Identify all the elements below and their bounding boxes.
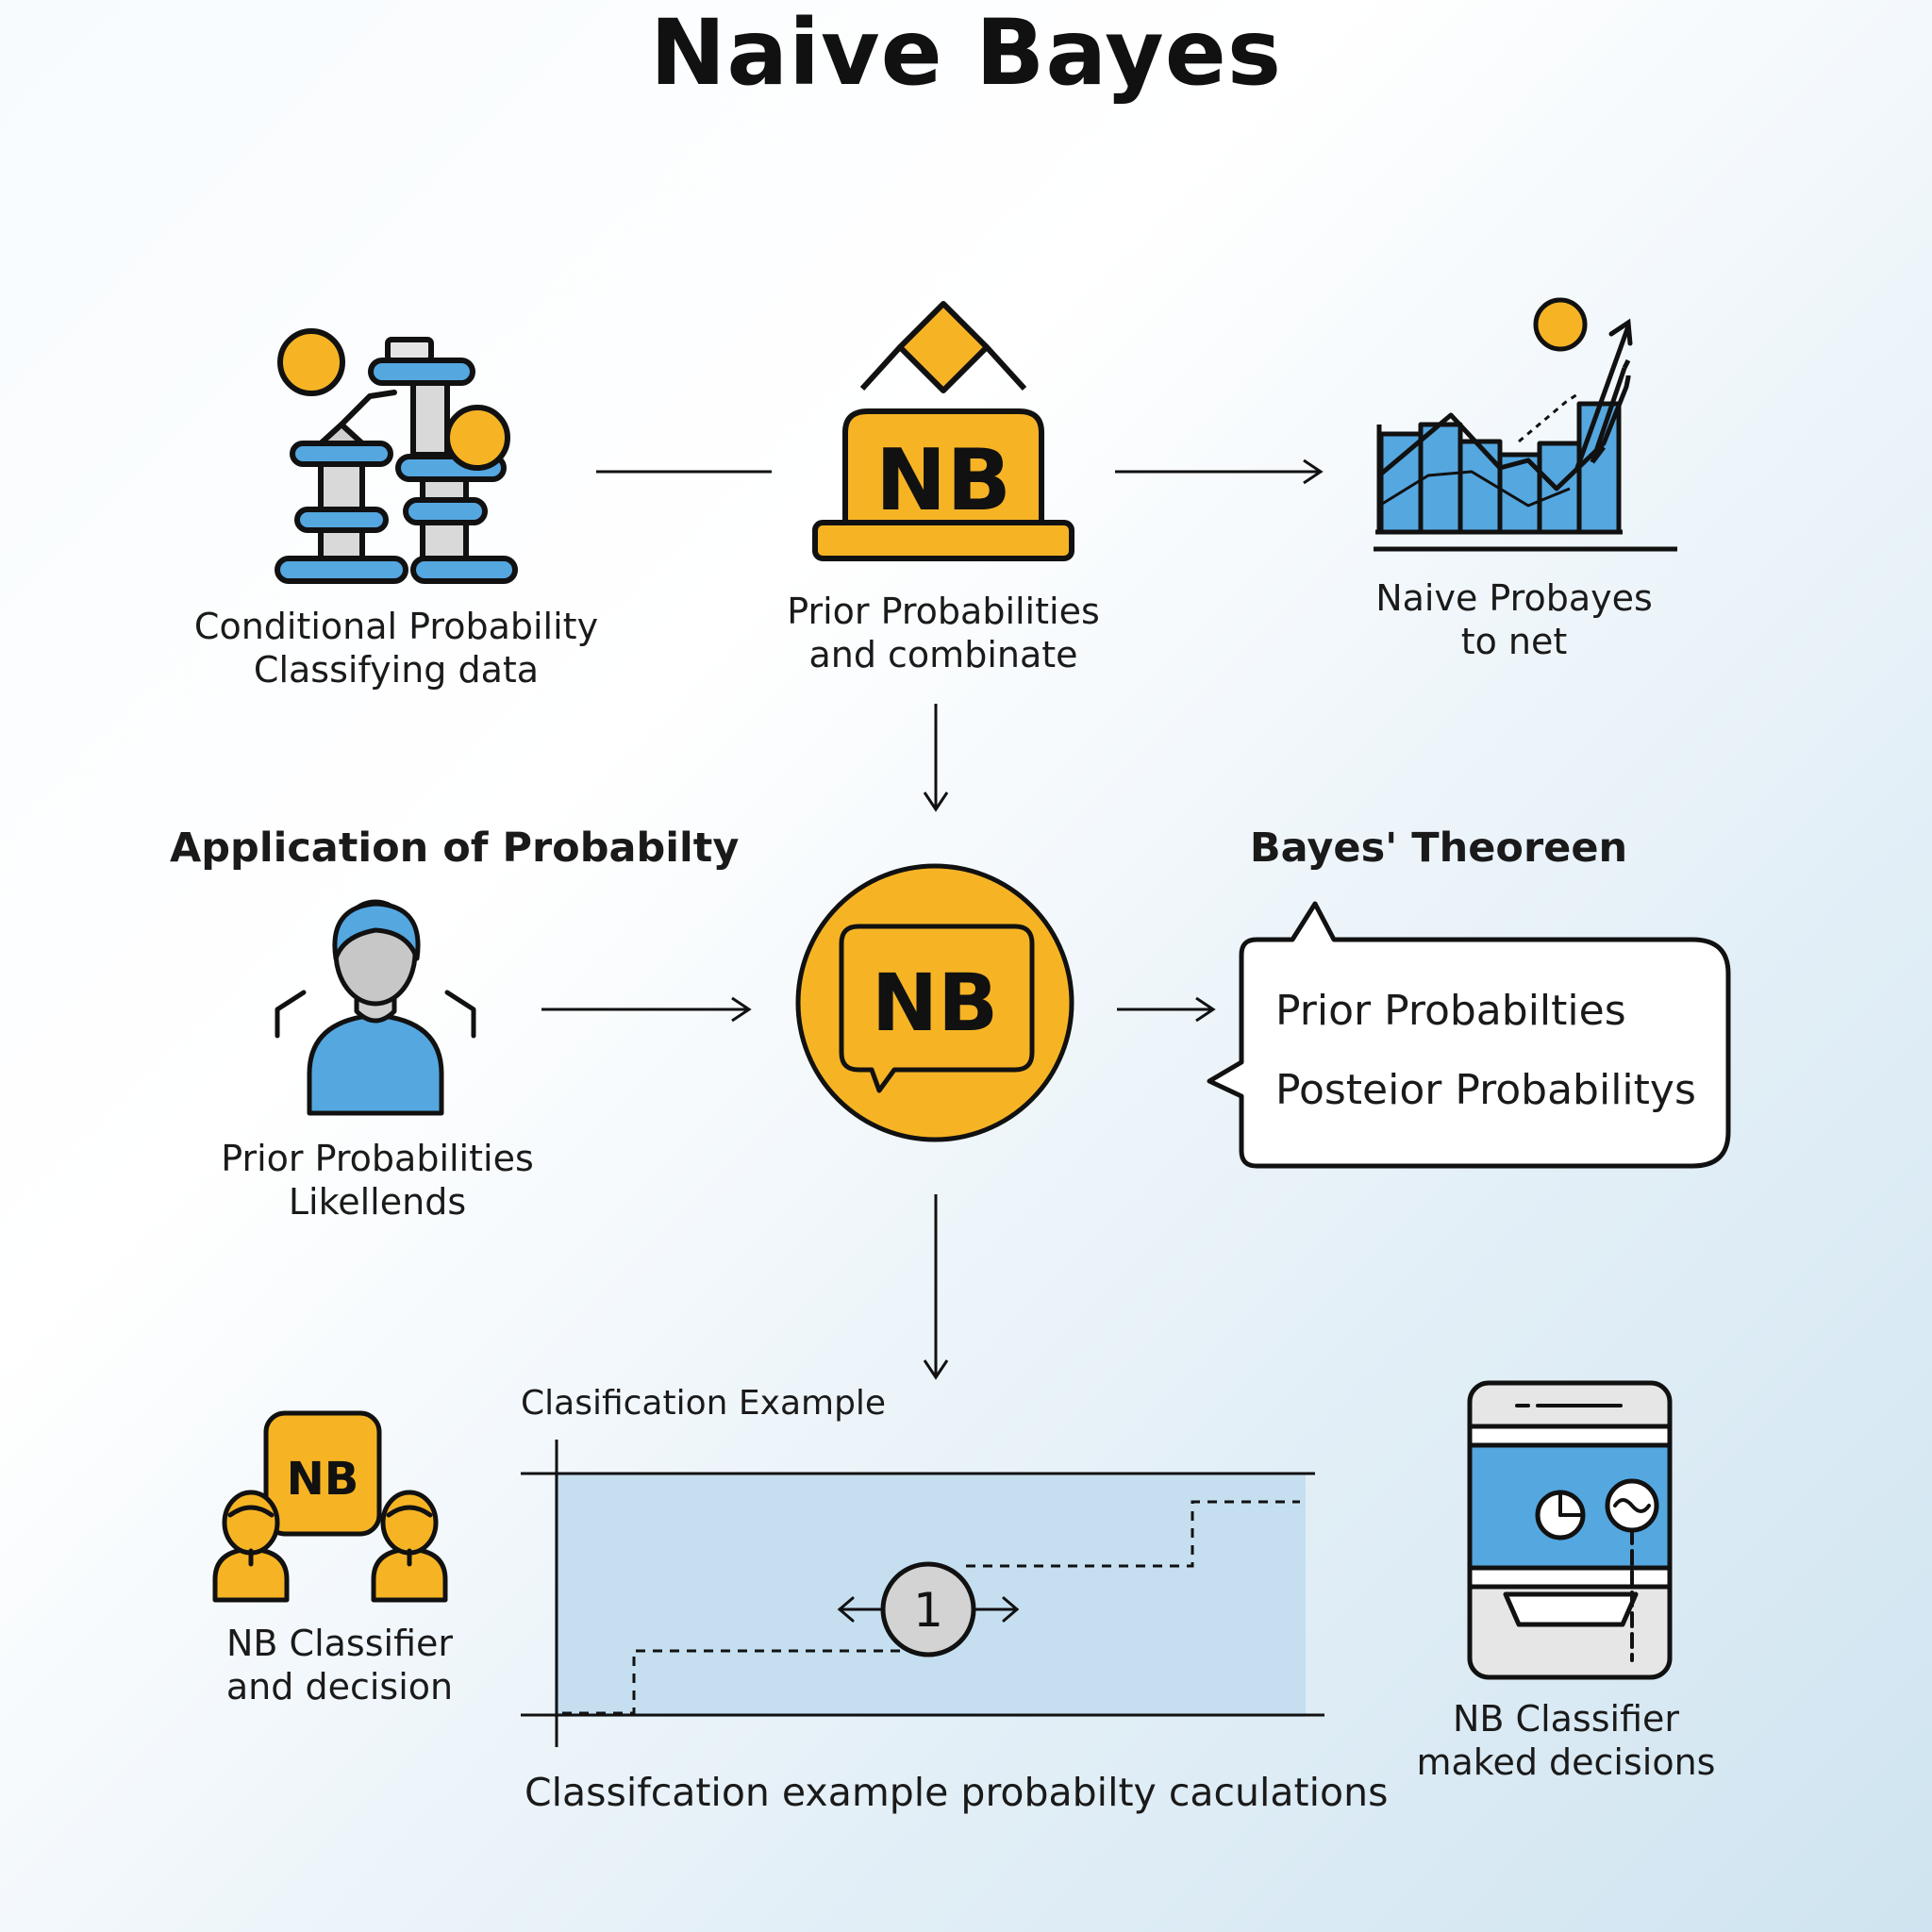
label-line: Prior Probabilities: [787, 591, 1100, 632]
person-icon: [275, 899, 476, 1116]
label-line: maked decisions: [1416, 1740, 1716, 1783]
label-line: and decision: [225, 1665, 454, 1707]
prior-probabilities-combinate-label: Prior Probabilities and combinate: [736, 591, 1151, 676]
nb-group-icon: NB: [212, 1410, 448, 1603]
nb-classifier-maked-decisions-label: NB Classifier maked decisions: [1358, 1698, 1774, 1784]
classification-example-panel: 1: [521, 1440, 1324, 1747]
example-title: Clasification Example: [521, 1384, 887, 1423]
bayes-theorem-heading: Bayes' Theoreen: [1249, 824, 1628, 872]
arrow-down: [923, 704, 949, 812]
example-node-label: 1: [913, 1583, 943, 1638]
label-line: and combinate: [808, 633, 1078, 675]
label-line: to net: [1460, 620, 1568, 662]
nb-classifier-decision-label: NB Classifier and decision: [151, 1623, 528, 1708]
nb-text: NB: [875, 431, 1011, 530]
arrow-right: [1115, 458, 1324, 485]
nb-badge-icon: NB: [812, 301, 1074, 561]
label-line: Prior Probabilities: [221, 1138, 534, 1179]
bubble-line-prior: Prior Probabilties: [1275, 987, 1626, 1035]
pillars-network-icon: [275, 328, 518, 584]
bubble-line-posterior: Posteior Probabilitys: [1275, 1066, 1696, 1114]
bar-chart-trend-icon: [1374, 297, 1677, 552]
classifier-device-icon: [1467, 1380, 1673, 1680]
example-caption: Classifcation example probabilty caculat…: [525, 1770, 1389, 1815]
connector-line: [596, 470, 772, 474]
label-line: Classifying data: [253, 648, 540, 691]
page-title: Naive Bayes: [650, 0, 1282, 106]
nb-central-circle-icon: NB: [795, 863, 1074, 1142]
arrow-down: [923, 1194, 949, 1380]
arrow-right: [541, 996, 752, 1023]
conditional-probability-label: Conditional Probability Classifying data: [189, 606, 604, 691]
prior-probabilities-likellends-label: Prior Probabilities Likellends: [170, 1138, 585, 1224]
naive-probayes-label: Naive Probayes to net: [1311, 577, 1717, 663]
label-line: Naive Probayes: [1375, 577, 1653, 619]
application-heading: Application of Probabilty: [170, 824, 740, 872]
arrow-right: [1117, 996, 1216, 1023]
label-line: Conditional Probability: [193, 606, 599, 647]
label-line: NB Classifier: [225, 1623, 454, 1664]
label-line: Likellends: [288, 1180, 467, 1223]
label-line: NB Classifier: [1452, 1698, 1680, 1740]
nb-text: NB: [287, 1453, 359, 1506]
speech-bubble: [1207, 901, 1731, 1169]
nb-text: NB: [872, 957, 998, 1049]
